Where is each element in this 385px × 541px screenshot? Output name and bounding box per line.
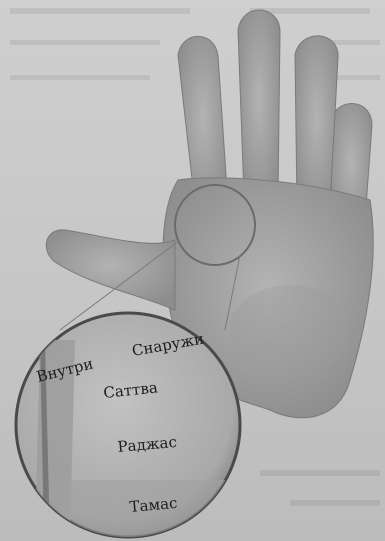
magnifier: Внутри Снаружи Саттва Раджас Тамас: [16, 313, 240, 540]
thumb: [46, 230, 175, 310]
